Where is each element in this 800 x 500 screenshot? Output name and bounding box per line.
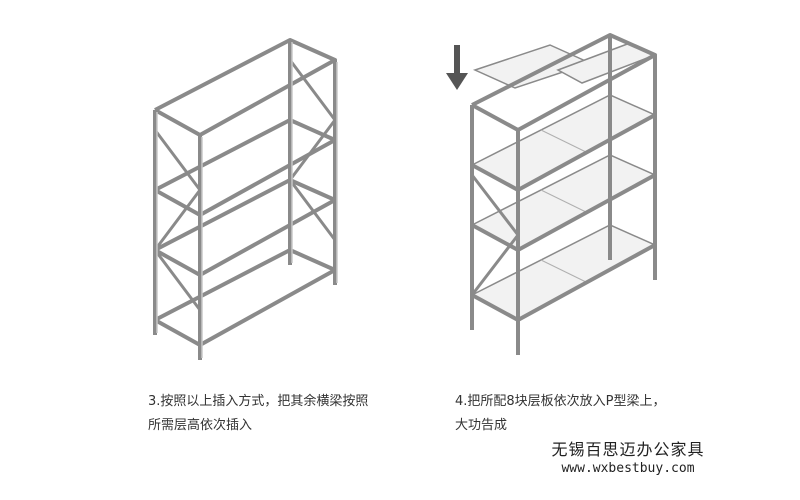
beam-level-2 — [154, 118, 337, 217]
brace-right — [288, 59, 337, 241]
down-arrow-icon — [446, 45, 468, 90]
beam-level-top — [471, 33, 657, 132]
brand-url: www.wxbestbuy.com — [561, 461, 695, 476]
shelf-frame-illustration — [153, 38, 338, 360]
brace-left — [153, 129, 202, 311]
beam-level-top — [154, 38, 337, 137]
step-3-caption: 3.按照以上插入方式，把其余横梁按照 所需层高依次插入 — [148, 390, 368, 438]
beam-level-2 — [471, 113, 656, 192]
beam-level-bottom — [471, 243, 656, 322]
step-4-line-1: 4.把所配8块层板依次放入P型梁上， — [455, 394, 666, 409]
brand-name: 无锡百思迈办公家具 — [551, 440, 705, 459]
beam-level-3 — [154, 178, 337, 277]
brand-watermark: 无锡百思迈办公家具 www.wxbestbuy.com — [528, 440, 728, 478]
brace-left — [470, 174, 520, 296]
step-3-line-2: 所需层高依次插入 — [148, 418, 253, 433]
shelf-with-panels-illustration — [446, 33, 657, 355]
step-4-caption: 4.把所配8块层板依次放入P型梁上， 大功告成 — [455, 390, 666, 438]
beam-level-bottom — [154, 248, 337, 347]
step-3-line-1: 3.按照以上插入方式，把其余横梁按照 — [148, 394, 369, 409]
step-4-line-2: 大功告成 — [455, 418, 508, 433]
beam-level-3 — [471, 173, 656, 252]
